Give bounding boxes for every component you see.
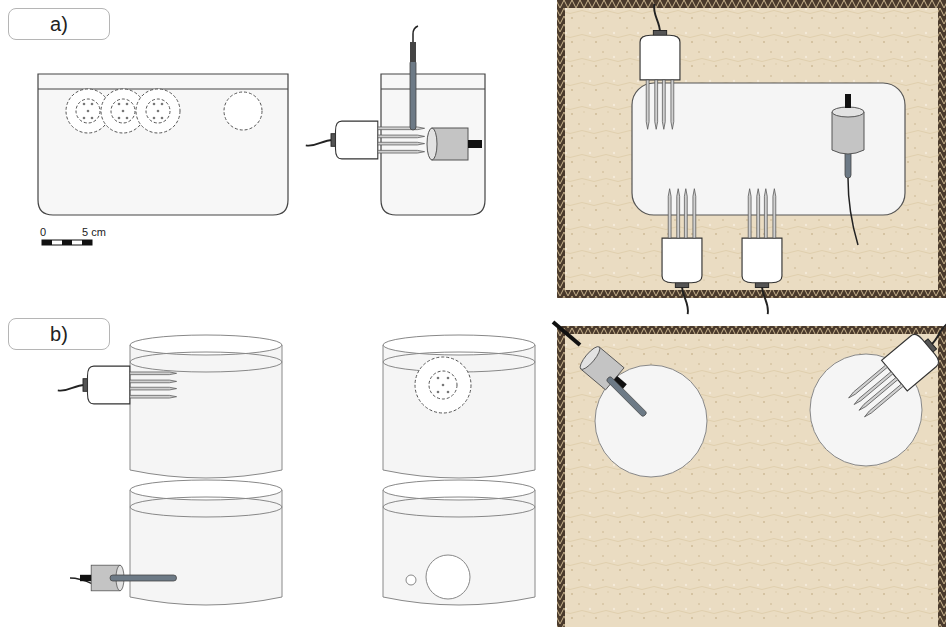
scale-bar xyxy=(42,240,92,245)
panel-label-box: b) xyxy=(8,318,110,350)
soil-probe xyxy=(662,189,702,314)
soil-probe xyxy=(58,366,177,404)
panel-label: a) xyxy=(50,13,68,36)
soil-probe xyxy=(742,189,782,314)
panel-label-box: a) xyxy=(8,8,110,40)
sand-panel xyxy=(557,0,946,314)
gray-sensor xyxy=(577,344,633,398)
probe-rod xyxy=(110,575,177,581)
soil-probe xyxy=(306,121,425,159)
soil-probe xyxy=(640,4,680,129)
panel-label: b) xyxy=(50,323,68,346)
probe-rod xyxy=(410,60,416,130)
container-front xyxy=(38,74,288,215)
scale-label: 0 xyxy=(40,226,46,238)
scale-label: 5 cm xyxy=(82,226,106,238)
soil-probe xyxy=(844,312,946,423)
cylinder-containers xyxy=(58,335,535,605)
sand-panel xyxy=(553,312,946,627)
gray-sensor xyxy=(427,128,482,160)
container-side xyxy=(306,26,485,215)
probe-rod xyxy=(606,376,647,417)
